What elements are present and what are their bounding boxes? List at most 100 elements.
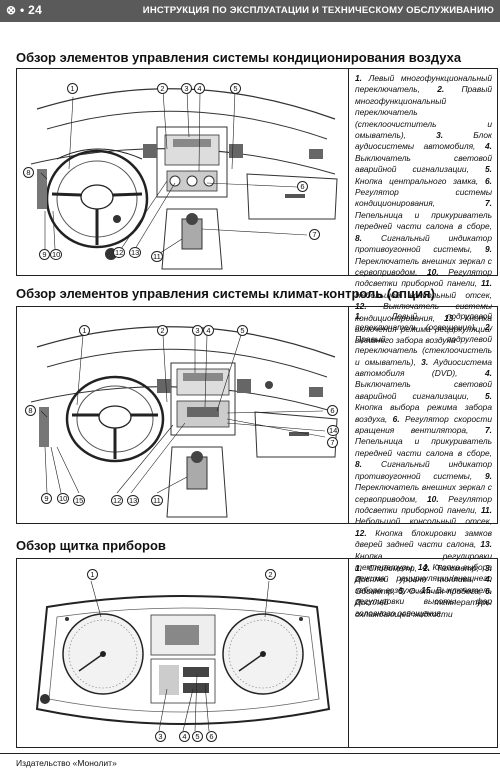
callout-6: 6 <box>297 181 308 192</box>
caption-item-number: 2. <box>423 563 437 573</box>
page-number: ⊗ • 24 <box>6 3 43 17</box>
caption-item-text: Выключатель световой аварийной сигнализа… <box>355 379 492 401</box>
section-2-caption: 1. Левый подрулевой переключатель (освещ… <box>349 307 497 623</box>
caption-item-number: 11. <box>480 278 492 289</box>
callout-5: 5 <box>237 325 248 336</box>
caption-item-text: Дисплей температуры охлаждающей жидкости <box>355 597 492 619</box>
caption-item-text: Дисплей уровня топлива, <box>355 574 485 585</box>
caption-item-text: Одометр, <box>355 585 399 596</box>
caption-item-number: 5. <box>485 164 492 175</box>
caption-item-number: 8. <box>355 232 382 243</box>
caption-item-text: Сигнальный индикатор противоугонной сист… <box>355 459 492 481</box>
callout-10: 10 <box>50 249 63 260</box>
callout-7: 7 <box>327 437 338 448</box>
caption-item-number: 2. <box>437 84 462 95</box>
callout-8: 8 <box>23 167 34 178</box>
section-3-title: Обзор щитка приборов <box>16 538 166 553</box>
callout-11: 11 <box>151 495 163 506</box>
caption-item-number: 6. <box>485 585 492 596</box>
caption-item-text: Кнопка центрального замка, <box>355 175 485 186</box>
page-header: ⊗ • 24 ИНСТРУКЦИЯ ПО ЭКСПЛУАТАЦИИ И ТЕХН… <box>0 0 500 22</box>
caption-item-text: Кнопка регулировки температуры, <box>355 550 492 572</box>
caption-item-text: Выключатель регулировки высоты фар голов… <box>355 584 492 618</box>
callout-2: 2 <box>265 569 276 580</box>
callout-12: 12 <box>111 495 124 506</box>
caption-item-text: Пепельница и прикуриватель передней част… <box>355 436 492 458</box>
callout-2: 2 <box>157 325 168 336</box>
caption-item-number: 7. <box>485 425 492 436</box>
caption-item-number: 12. <box>355 527 376 538</box>
caption-item-number: 9. <box>485 244 492 255</box>
callout-1: 1 <box>79 325 90 336</box>
caption-item-text: Пепельница и прикуриватель передней част… <box>355 209 492 232</box>
caption-item-number: 8. <box>355 459 382 470</box>
callout-3: 3 <box>181 83 192 94</box>
page-number-value: 24 <box>28 3 43 17</box>
callout-6: 6 <box>327 405 338 416</box>
callout-9: 9 <box>41 493 52 504</box>
caption-item-text: Левый подрулевой переключатель (освещени… <box>355 311 493 333</box>
caption-item-number: 13. <box>444 312 465 323</box>
caption-item-text: Правый подрулевой переключатель (стеклоо… <box>355 333 492 367</box>
callout-4: 4 <box>179 731 190 742</box>
caption-item-text: Выключатель световой аварийной сигнализа… <box>355 152 492 175</box>
section-2-panel: 1 2 3 4 5 6 7 8 9 10 11 12 13 14 15 1. Л… <box>16 306 498 618</box>
caption-item-text: Кнопка выбора режима рециркуляции/внешне… <box>355 561 492 595</box>
callout-13: 13 <box>129 247 142 258</box>
callout-11: 11 <box>151 251 163 262</box>
caption-item-number: 6. <box>392 413 405 424</box>
caption-item-number: 5. <box>398 585 409 596</box>
caption-item-number: 11. <box>480 504 492 515</box>
caption-item-text: Небольшой консольный отсек, <box>355 289 492 300</box>
caption-item-number: 10. <box>427 266 449 277</box>
caption-item-number: 4. <box>485 141 492 152</box>
header-title: ИНСТРУКЦИЯ ПО ЭКСПЛУАТАЦИИ И ТЕХНИЧЕСКОМ… <box>142 5 494 16</box>
instrument-cluster-drawing <box>35 580 331 732</box>
callout-14: 14 <box>327 425 340 436</box>
caption-item-number: 2. <box>485 322 492 333</box>
caption-item-text: Аудиосистема автомобиля (DVD), <box>355 356 492 379</box>
callout-4: 4 <box>203 325 214 336</box>
caption-item-text: Небольшой консольный отсек, <box>355 516 492 527</box>
cluster-figure: 1 2 3 4 5 6 <box>17 559 349 747</box>
caption-item-text: Кнопка выбора режима забора воздуха, <box>355 402 492 424</box>
caption-item-number: 4. <box>485 574 492 585</box>
callout-3: 3 <box>192 325 203 336</box>
caption-item-number: 6. <box>485 175 492 186</box>
caption-item-number: 15. <box>421 584 437 595</box>
section-1-title: Обзор элементов управления системы конди… <box>16 50 462 65</box>
callout-12: 12 <box>113 247 126 258</box>
caption-item-text: Кнопка включения режима рециркуляции/вне… <box>355 312 492 346</box>
section-1-panel: 1 2 3 4 5 6 7 8 9 10 11 12 13 1. Левый м… <box>16 68 498 345</box>
caption-item-number: 9. <box>485 470 492 481</box>
caption-item-number: 5. <box>485 390 492 401</box>
callout-7: 7 <box>309 229 320 240</box>
caption-item-text: Правый многофункциональный переключатель… <box>355 84 493 141</box>
section-3-caption: 1. Спидометр, 2. Тахометр, 3. Дисплей ур… <box>349 559 497 624</box>
caption-item-text: Тахометр, <box>436 563 486 573</box>
callout-5: 5 <box>230 83 241 94</box>
caption-item-text: Регулятор подсветки приборной панели, <box>355 493 492 515</box>
caption-item-number: 14. <box>417 561 433 572</box>
caption-item-number: 3. <box>421 356 434 367</box>
caption-item-text: Регулятор скорости вращения вентилятора, <box>355 413 492 436</box>
callout-5: 5 <box>192 731 203 742</box>
publisher-credit: Издательство «Монолит» <box>16 758 117 768</box>
caption-item-text: Левый многофункциональный переключатель, <box>355 73 492 95</box>
section-1-caption: 1. Левый многофункциональный переключате… <box>349 69 497 351</box>
caption-item-number: 13. <box>480 539 492 550</box>
callout-3: 3 <box>155 731 166 742</box>
caption-item-number: 1. <box>355 73 369 83</box>
callout-10: 10 <box>57 493 70 504</box>
callout-4: 4 <box>194 83 205 94</box>
callout-9: 9 <box>39 249 50 260</box>
section-3-panel: 1 2 3 4 5 6 1. Спидометр, 2. Тахометр, 3… <box>16 558 498 748</box>
caption-item-number: 4. <box>485 368 492 379</box>
caption-item-text: Счетчик пробега, <box>408 585 485 596</box>
caption-item-number: 1. <box>355 311 392 321</box>
caption-item-text: Блок аудиосистемы автомобиля, <box>355 130 492 152</box>
callout-1: 1 <box>67 83 78 94</box>
ac-dashboard-drawing <box>30 88 338 270</box>
callout-15: 15 <box>73 495 86 506</box>
callout-6: 6 <box>206 731 217 742</box>
